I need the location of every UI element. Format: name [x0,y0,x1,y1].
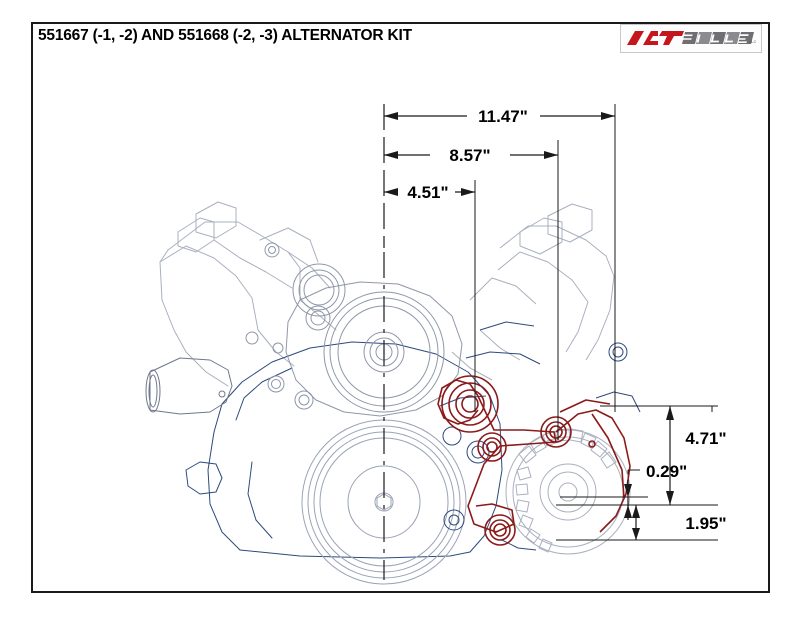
ict-billet-logo: LLC [620,24,762,53]
page-title: 551667 (-1, -2) AND 551668 (-2, -3) ALTE… [38,27,412,44]
logo-graphic: LLC [621,25,761,52]
logo-billet-text: LLC [682,32,756,44]
drawing-border [31,22,770,593]
svg-text:LLC: LLC [749,39,756,44]
logo-ict-mark [627,31,684,45]
